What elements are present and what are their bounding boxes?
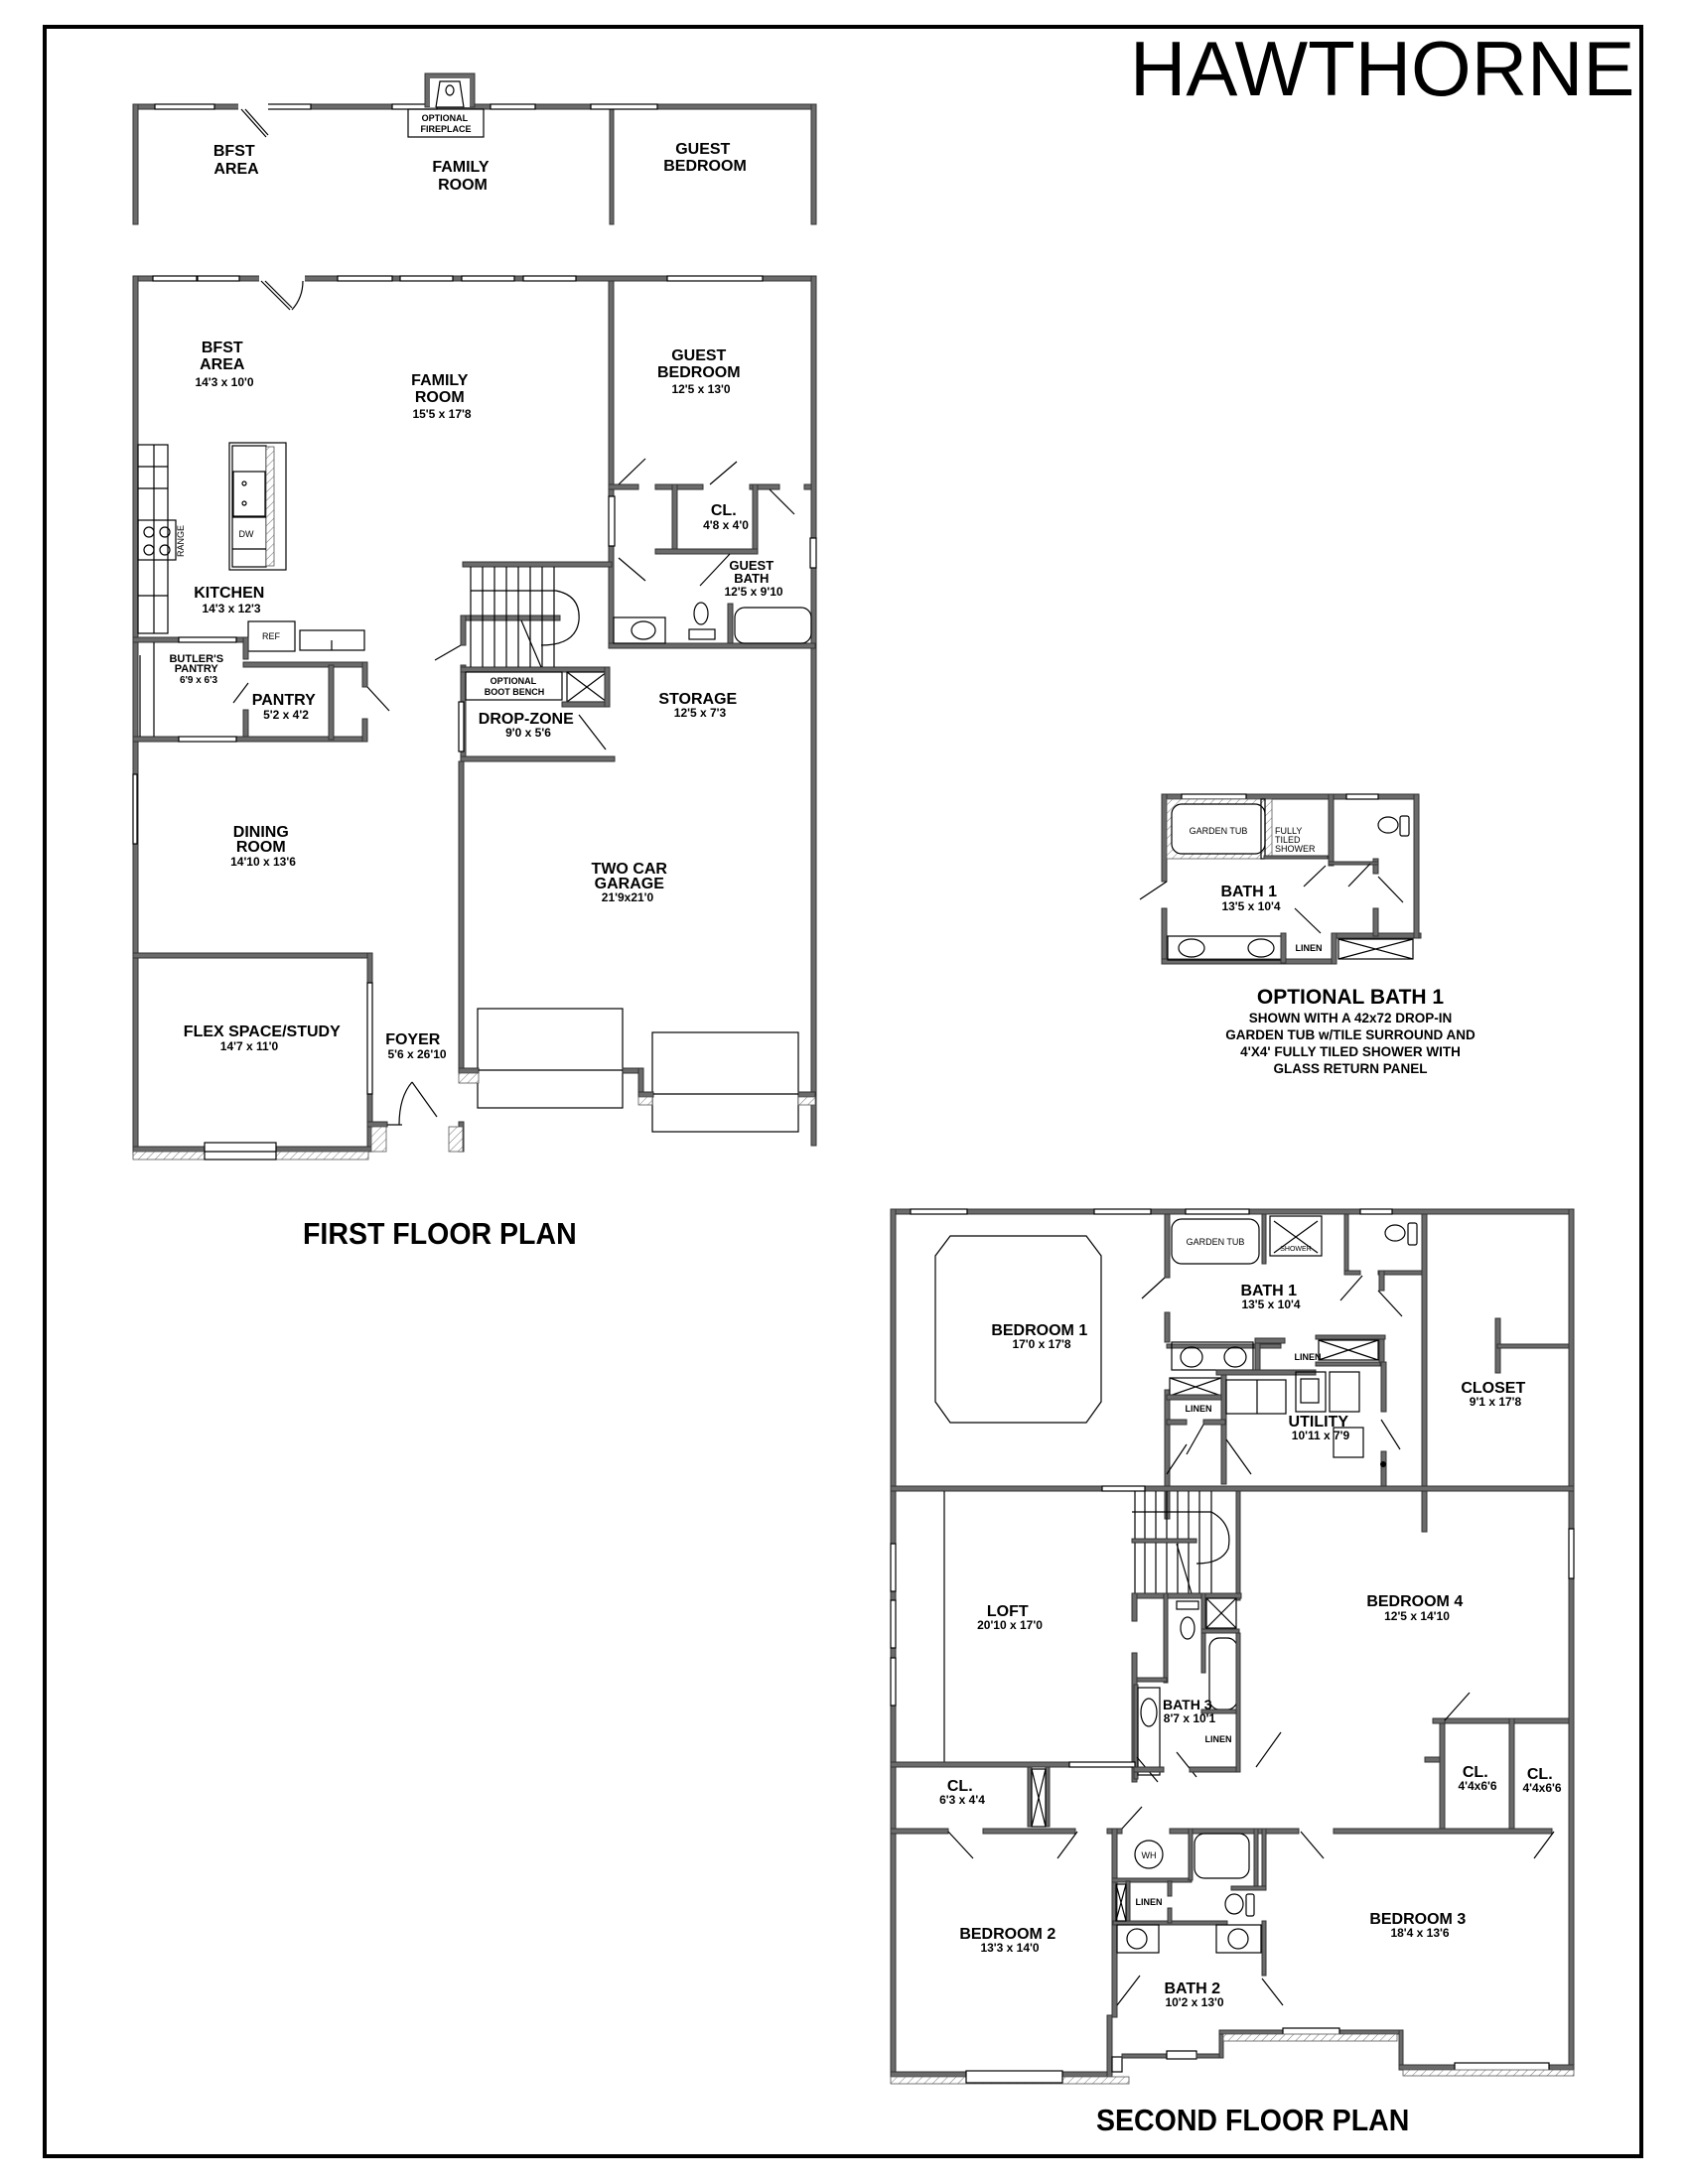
shower-2f-label: SHOWER (1280, 1246, 1312, 1253)
room-pantry: PANTRY 5'2 x 4'2 (252, 692, 320, 722)
room-closet-3: CL. 4'4x6'6 (1522, 1766, 1561, 1795)
room-closet: CL. 4'8 x 4'0 (703, 502, 749, 532)
room-garage: TWO CAR GARAGE 21'9x21'0 (592, 861, 672, 904)
garden-tub-2f-label: GARDEN TUB (1187, 1237, 1245, 1247)
optional-bath-desc-2: GARDEN TUB w/TILE SURROUND AND (1225, 1027, 1476, 1043)
dw-label: DW (239, 529, 254, 539)
room-drop-zone: DROP-ZONE 9'0 x 5'6 (479, 711, 578, 740)
room-foyer: FOYER 5'6 x 26'10 (385, 1031, 447, 1061)
room-loft: LOFT 20'10 x 17'0 (977, 1603, 1043, 1632)
optional-bath-desc-1: SHOWN WITH A 42x72 DROP-IN (1248, 1011, 1453, 1026)
opt-guest-label: GUEST BEDROOM (663, 141, 747, 175)
linen-2f-a-label: LINEN (1295, 1352, 1322, 1362)
ref-label: REF (262, 631, 281, 641)
plan-title: HAWTHORNE (1130, 25, 1635, 112)
room-bath-1: BATH 1 13'5 x 10'4 (1240, 1283, 1301, 1311)
room-storage: STORAGE 12'5 x 7'3 (658, 691, 741, 720)
second-floor-plan: GARDEN TUB SHOWER LINEN (890, 1208, 1575, 2085)
room-bedroom-4: BEDROOM 4 12'5 x 14'10 (1366, 1593, 1467, 1623)
wh-label: WH (1142, 1850, 1157, 1860)
room-closet-2: CL. 4'4x6'6 (1458, 1764, 1496, 1793)
room-flex: FLEX SPACE/STUDY 14'7 x 11'0 (184, 1024, 345, 1053)
opt-bath1-room: BATH 1 13'5 x 10'4 (1220, 884, 1281, 913)
optional-bath-desc-4: GLASS RETURN PANEL (1273, 1060, 1428, 1076)
boot-bench-label: OPTIONAL BOOT BENCH (485, 676, 545, 697)
garden-tub-label: GARDEN TUB (1190, 826, 1248, 836)
linen-2f-d-label: LINEN (1136, 1897, 1163, 1907)
opt-family-label: FAMILY ROOM (432, 159, 492, 194)
optional-bath-caption: OPTIONAL BATH 1 SHOWN WITH A 42x72 DROP-… (1142, 985, 1559, 1078)
room-bfst: BFST AREA 14'3 x 10'0 (195, 340, 253, 389)
second-floor-caption: SECOND FLOOR PLAN (1096, 2103, 1410, 2137)
opt-bfst-label: BFST AREA (213, 143, 259, 178)
room-dining: DINING ROOM 14'10 x 13'6 (230, 824, 296, 869)
optional-fireplace-strip: OPTIONAL FIREPLACE BFST AREA FAMILY ROOM… (132, 72, 817, 225)
room-bedroom-1: BEDROOM 1 17'0 x 17'8 (991, 1322, 1091, 1351)
range-label: RANGE (176, 525, 186, 557)
room-kitchen: KITCHEN 14'3 x 12'3 (194, 585, 269, 615)
room-bath-2: BATH 2 10'2 x 13'0 (1164, 1980, 1224, 2009)
optional-fireplace-label: OPTIONAL FIREPLACE (420, 113, 471, 134)
fully-tiled-shower-label: FULLY TILED SHOWER (1275, 826, 1316, 854)
room-bath-3: BATH 3 8'7 x 10'1 (1163, 1697, 1216, 1725)
room-family: FAMILY ROOM 15'5 x 17'8 (411, 372, 473, 421)
room-bedroom-2: BEDROOM 2 13'3 x 14'0 (959, 1926, 1059, 1955)
linen-2f-c-label: LINEN (1205, 1734, 1232, 1744)
first-floor-caption: FIRST FLOOR PLAN (303, 1216, 577, 1251)
sheet-border (43, 25, 1643, 2158)
room-bedroom-3: BEDROOM 3 18'4 x 13'6 (1369, 1911, 1470, 1940)
optional-bath-1-plan: GARDEN TUB FULLY TILED SHOWER LINEN (1139, 793, 1422, 965)
room-closet-2f: CLOSET 9'1 x 17'8 (1461, 1380, 1529, 1409)
room-guest-bath: GUEST BATH 12'5 x 9'10 (724, 557, 782, 599)
room-utility: UTILITY 10'11 x 7'9 (1289, 1414, 1353, 1442)
optional-bath-heading: OPTIONAL BATH 1 (1256, 986, 1445, 1009)
linen-2f-b-label: LINEN (1186, 1404, 1212, 1414)
room-butlers-pantry: BUTLER'S PANTRY 6'9 x 6'3 (169, 649, 227, 686)
room-guest-bedroom: GUEST BEDROOM 12'5 x 13'0 (657, 347, 745, 396)
optional-bath-desc-3: 4'X4' FULLY TILED SHOWER WITH (1240, 1044, 1461, 1059)
room-closet-1: CL. 6'3 x 4'4 (939, 1778, 985, 1807)
linen-label: LINEN (1296, 943, 1323, 953)
first-floor-plan: RANGE DW REF (132, 275, 817, 1160)
